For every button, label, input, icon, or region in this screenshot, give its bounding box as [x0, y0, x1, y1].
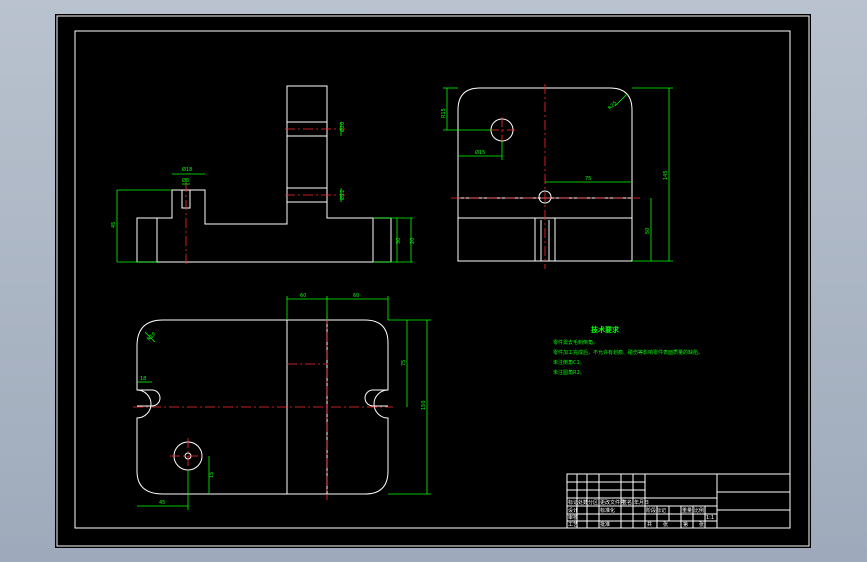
- dim-text: R15: [441, 108, 447, 118]
- side-view-small-hole: [538, 190, 552, 204]
- dim-text: 50: [645, 228, 651, 234]
- title-block-cell: 阶段标记: [646, 507, 666, 514]
- title-block-cell: 审核: [568, 514, 578, 521]
- title-block: 标记 处数 分区 更改文件号 签名 年月日 设计 标准化 阶段标记 重量 比例 …: [566, 473, 791, 529]
- title-block-cell: 张: [663, 521, 668, 528]
- side-view: R15 Ø15 R25 75 145 50: [441, 84, 673, 269]
- title-block-cell: 签名: [622, 499, 632, 506]
- title-block-cell: 批准: [600, 521, 610, 528]
- inner-border: [74, 30, 791, 529]
- dim-text: 45: [159, 500, 165, 506]
- note-line: 未注圆角R2。: [553, 369, 585, 376]
- front-view-left-pocket: [136, 217, 158, 263]
- dim-text: 60: [300, 293, 306, 299]
- dim-text: Ø18: [182, 166, 192, 173]
- notes-title: 技术要求: [591, 325, 620, 334]
- top-view: 60 60 R10 18 75 150 15 45: [133, 293, 431, 510]
- dim-text: R10: [146, 331, 157, 342]
- dim-text: 15: [209, 472, 215, 478]
- drawing-sheet[interactable]: Ø18 Ø8 Ø20 Ø22 45 30 20: [55, 14, 811, 548]
- title-block-frame: [566, 473, 791, 529]
- top-view-left-slot: [137, 389, 161, 407]
- dim-text: R25: [607, 100, 618, 111]
- top-view-outline: [136, 319, 389, 495]
- dim-text: 75: [585, 176, 591, 182]
- title-block-cell: 更改文件号: [600, 499, 625, 506]
- title-block-cell: 标记: [568, 499, 578, 506]
- title-block-cell: 工艺: [568, 522, 578, 528]
- leader-line: [614, 93, 628, 107]
- note-line: 零件需去毛刺倒角。: [553, 339, 598, 346]
- dim-text: 150: [421, 400, 427, 410]
- dim-text: 18: [140, 376, 146, 382]
- note-line: 未注倒角C1。: [553, 359, 585, 366]
- technical-notes: 技术要求 零件需去毛刺倒角。 零件加工完成后，不允许有划痕、碰伤等影响零件表面质…: [553, 325, 703, 376]
- title-block-cell: 重量: [682, 507, 692, 514]
- dim-text: 45: [111, 222, 117, 228]
- cad-drawing: Ø18 Ø8 Ø20 Ø22 45 30 20: [56, 15, 810, 547]
- title-block-cell: 比例: [694, 507, 704, 514]
- note-line: 零件加工完成后，不允许有划痕、碰伤等影响零件表面质量的缺陷。: [553, 349, 703, 356]
- dim-text: 20: [410, 238, 416, 244]
- title-block-cell: 张: [699, 521, 704, 528]
- dim-text: Ø8: [182, 177, 189, 184]
- dim-text: 75: [401, 360, 407, 366]
- outer-border: [56, 15, 810, 547]
- dim-text: Ø15: [475, 149, 485, 156]
- top-view-right-slot: [364, 389, 388, 407]
- front-section-view: Ø18 Ø8 Ø20 Ø22 45 30 20: [111, 85, 416, 264]
- scale-value: 1:1: [706, 515, 714, 521]
- leader-line: [144, 331, 156, 343]
- title-block-cell: 年月日: [634, 499, 649, 506]
- front-view-right-pocket: [372, 217, 392, 263]
- dim-text: Ø20: [339, 122, 346, 132]
- title-block-cell: 第: [683, 521, 688, 528]
- title-block-cell: 共: [647, 521, 652, 528]
- title-block-cell: 处数: [578, 499, 588, 506]
- dim-text: Ø22: [339, 190, 346, 200]
- title-block-cell: 设计: [568, 507, 578, 514]
- side-view-outline: [457, 87, 633, 262]
- title-block-cell: 分区: [588, 499, 598, 506]
- dim-text: 30: [396, 238, 402, 244]
- dim-text: 145: [663, 170, 669, 180]
- dim-text: 60: [353, 293, 359, 299]
- title-block-cell: 标准化: [600, 507, 615, 514]
